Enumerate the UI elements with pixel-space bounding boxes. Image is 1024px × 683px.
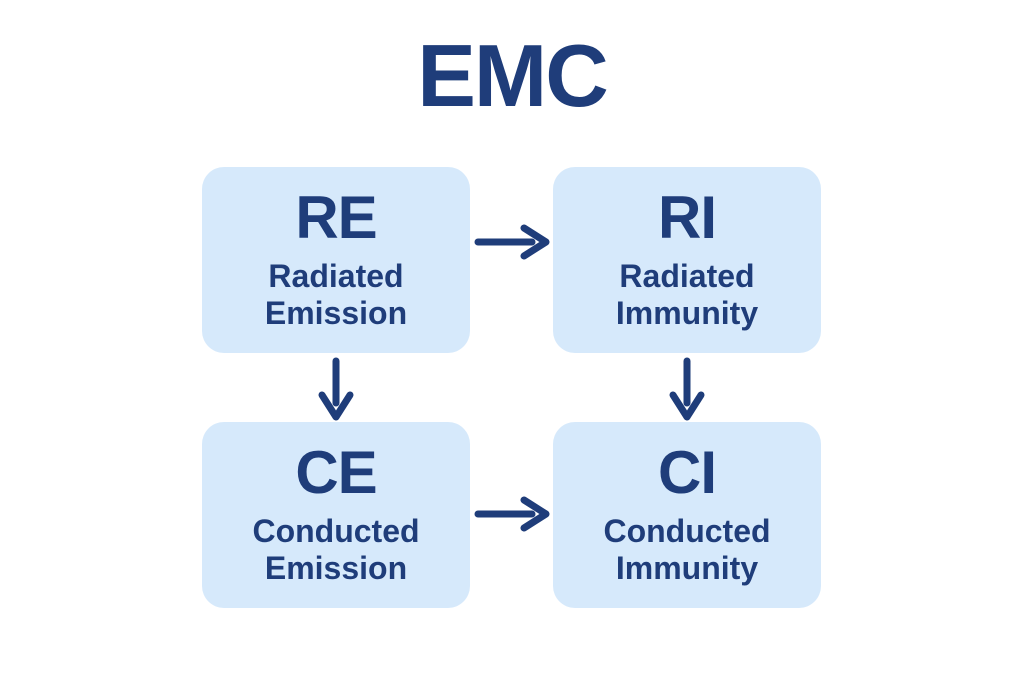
box-conducted-emission: CE Conducted Emission <box>202 422 470 608</box>
box-conducted-immunity: CI Conducted Immunity <box>553 422 821 608</box>
arrow-re-to-ce-icon <box>318 357 354 421</box>
box-label-line1: Radiated <box>268 257 404 294</box>
box-acronym: RI <box>658 183 717 251</box>
box-label-line1: Radiated <box>619 257 755 294</box>
box-acronym: CI <box>658 438 717 506</box>
box-label-line1: Conducted <box>603 512 771 549</box>
box-label-line2: Immunity <box>615 550 759 586</box>
box-radiated-immunity: RI Radiated Immunity <box>553 167 821 353</box>
box-radiated-emission: RE Radiated Emission <box>202 167 470 353</box>
arrow-ri-to-ci-icon <box>669 357 705 421</box>
box-label-line2: Emission <box>264 295 408 331</box>
box-label-line2: Immunity <box>615 295 759 331</box>
arrow-ce-to-ci-icon <box>474 496 550 532</box>
box-acronym: RE <box>295 183 377 251</box>
box-label-line1: Conducted <box>252 512 420 549</box>
box-label-line2: Emission <box>264 550 408 586</box>
box-acronym: CE <box>295 438 377 506</box>
arrow-re-to-ri-icon <box>474 224 550 260</box>
diagram-title: EMC <box>417 26 609 125</box>
